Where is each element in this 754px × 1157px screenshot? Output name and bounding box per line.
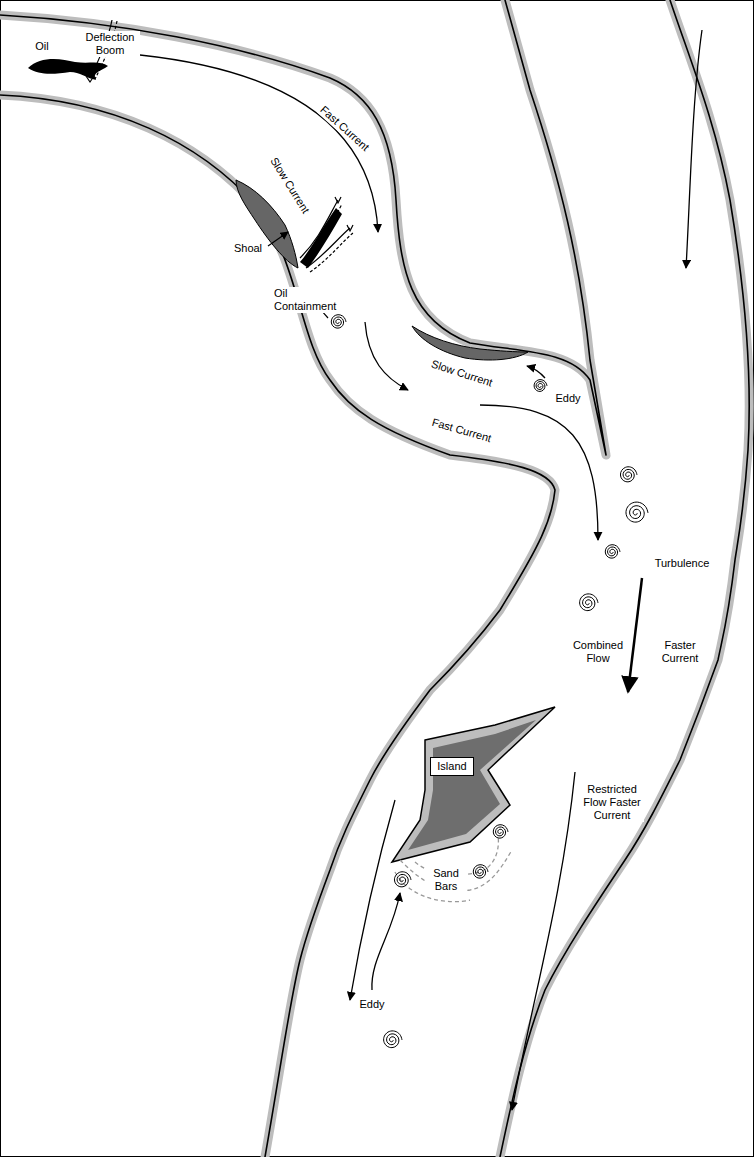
eddy-spiral — [620, 467, 637, 482]
oil-slick — [28, 59, 108, 80]
eddy-spiral — [331, 315, 346, 328]
leader-line — [268, 232, 288, 246]
river-label: Eddy — [554, 392, 581, 405]
river-label: Slow Current — [429, 357, 495, 390]
river-label: Shoal — [233, 242, 263, 255]
eddy-spiral — [605, 545, 620, 558]
river-label: Eddy — [358, 998, 385, 1011]
sand-bars — [395, 835, 512, 902]
river-label: Faster Current — [656, 639, 704, 665]
river-label: Deflection Boom — [80, 31, 140, 57]
river-label: Slow Current — [267, 154, 313, 217]
eddy-spiral — [626, 502, 648, 522]
island-box: Island — [430, 757, 473, 776]
river-label: Combined Flow — [570, 639, 626, 665]
island-outline — [392, 707, 555, 862]
river-label: Oil — [34, 40, 49, 53]
eddy-spirals — [331, 315, 648, 1048]
island-label: Island — [437, 760, 466, 772]
current-arrow — [140, 30, 702, 1110]
river-label: Fast Current — [317, 102, 373, 154]
shoal — [412, 326, 528, 360]
eddy-spiral — [384, 1031, 402, 1048]
eddy-spiral — [493, 825, 508, 838]
eddy-spiral — [534, 380, 547, 392]
river-label: Fast Current — [430, 415, 494, 445]
river-label: Restricted Flow Faster Current — [580, 783, 644, 822]
eddy-spiral — [580, 594, 598, 611]
eddy-spiral — [394, 872, 411, 887]
river-label: Oil Containment — [273, 287, 347, 313]
river-label: Turbulence — [654, 557, 711, 570]
river-label: Sand Bars — [425, 867, 467, 893]
island-core — [408, 720, 536, 850]
eddy-spiral — [473, 865, 488, 878]
